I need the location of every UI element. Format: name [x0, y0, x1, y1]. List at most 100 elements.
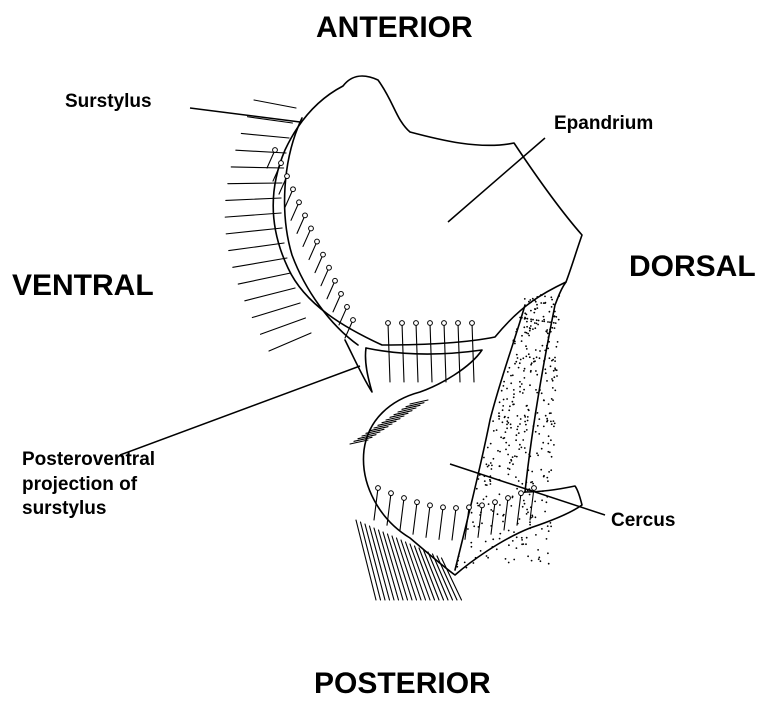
stipple-dot — [553, 420, 555, 422]
seta — [478, 505, 482, 537]
stipple-dot — [515, 476, 517, 478]
stipple-dot — [542, 320, 544, 322]
stipple-dot — [510, 459, 512, 461]
stipple-dot — [516, 434, 518, 436]
stipple-dot — [547, 443, 549, 445]
seta-socket — [333, 278, 338, 283]
stipple-dot — [529, 327, 531, 329]
seta-socket — [309, 226, 314, 231]
stipple-dot — [507, 454, 509, 456]
seta — [400, 498, 404, 530]
stipple-dot — [531, 481, 533, 483]
stipple-dot — [510, 427, 512, 429]
stipple-dot — [541, 528, 543, 530]
stipple-dot — [457, 560, 459, 562]
fine-bristle — [397, 538, 417, 600]
stipple-dot — [541, 448, 543, 450]
seta-socket — [345, 305, 350, 310]
stipple-dot — [543, 426, 545, 428]
stipple-dot — [535, 389, 537, 391]
surstylus-bristle — [236, 150, 286, 153]
surstylus-bristle — [226, 228, 282, 234]
stipple-dot — [545, 302, 547, 304]
stipple-dot — [506, 398, 508, 400]
stipple-dot — [549, 311, 551, 313]
epandrium-label: Epandrium — [554, 112, 653, 137]
stipple-dot — [545, 372, 547, 374]
seta-socket — [454, 506, 459, 511]
seta-socket — [400, 321, 405, 326]
stipple-dot — [527, 511, 529, 513]
stipple-dot — [526, 332, 528, 334]
stipple-dot — [519, 362, 521, 364]
stipple-dot — [537, 412, 539, 414]
stipple-dot — [539, 350, 541, 352]
stipple-dot — [485, 541, 487, 543]
stipple-dot — [549, 357, 551, 359]
stipple-dot — [548, 336, 550, 338]
fine-bristle — [437, 556, 457, 600]
stipple-dot — [536, 323, 538, 325]
stipple-dot — [519, 381, 521, 383]
surstylus-bristle — [245, 288, 295, 301]
stipple-dot — [499, 493, 501, 495]
stipple-dot — [539, 389, 541, 391]
projection-label-line-2: projection of — [22, 473, 155, 498]
stipple-dot — [502, 421, 504, 423]
surstylus-bristle — [238, 273, 290, 284]
stipple-dot — [524, 377, 526, 379]
stipple-dot — [529, 330, 531, 332]
stipple-dot — [535, 301, 537, 303]
stipple-dot — [546, 501, 548, 503]
stipple-dot — [509, 462, 511, 464]
fine-bristle — [379, 530, 399, 600]
stipple-dot — [486, 496, 488, 498]
stipple-dot — [536, 452, 538, 454]
stipple-dot — [532, 516, 534, 518]
stipple-dot — [535, 413, 537, 415]
stipple-dot — [534, 501, 536, 503]
stipple-dot — [480, 512, 482, 514]
stipple-dot — [524, 317, 526, 319]
posteroventral-projection-label: Posteroventral projection of surstylus — [22, 448, 155, 522]
seta — [291, 202, 299, 220]
stipple-dot — [484, 480, 486, 482]
stipple-dot — [467, 528, 469, 530]
seta-socket — [428, 503, 433, 508]
stipple-dot — [517, 415, 519, 417]
seta — [439, 507, 443, 539]
stipple-dot — [464, 562, 466, 564]
stipple-dot — [512, 374, 514, 376]
seta — [517, 493, 521, 525]
stipple-dot — [524, 431, 526, 433]
stipple-dot — [518, 480, 520, 482]
stipple-dot — [513, 531, 515, 533]
seta-socket — [519, 491, 524, 496]
fine-bristle — [370, 526, 390, 600]
stipple-dot — [508, 445, 510, 447]
stipple-dot — [546, 538, 548, 540]
stipple-dot — [519, 391, 521, 393]
stipple-dot — [500, 436, 502, 438]
stipple-dot — [551, 423, 553, 425]
stipple-dot — [516, 536, 518, 538]
stipple-dot — [508, 409, 510, 411]
stipple-dot — [496, 429, 498, 431]
stipple-dot — [543, 316, 545, 318]
stipple-dot — [512, 463, 514, 465]
stipple-dot — [509, 468, 511, 470]
stipple-dot — [534, 327, 536, 329]
surstylus-bristle — [233, 258, 287, 267]
stipple-dot — [498, 418, 500, 420]
seta — [416, 323, 418, 382]
stipple-dot — [508, 474, 510, 476]
stipple-dot — [548, 403, 550, 405]
stipple-dot — [547, 348, 549, 350]
stipple-dot — [515, 331, 517, 333]
stipple-dot — [537, 454, 539, 456]
cercus-inner-margin — [455, 305, 525, 570]
stipple-dot — [536, 319, 538, 321]
stipple-dot — [535, 431, 537, 433]
surstylus-inner-margin — [285, 118, 358, 345]
stipple-dot — [502, 409, 504, 411]
